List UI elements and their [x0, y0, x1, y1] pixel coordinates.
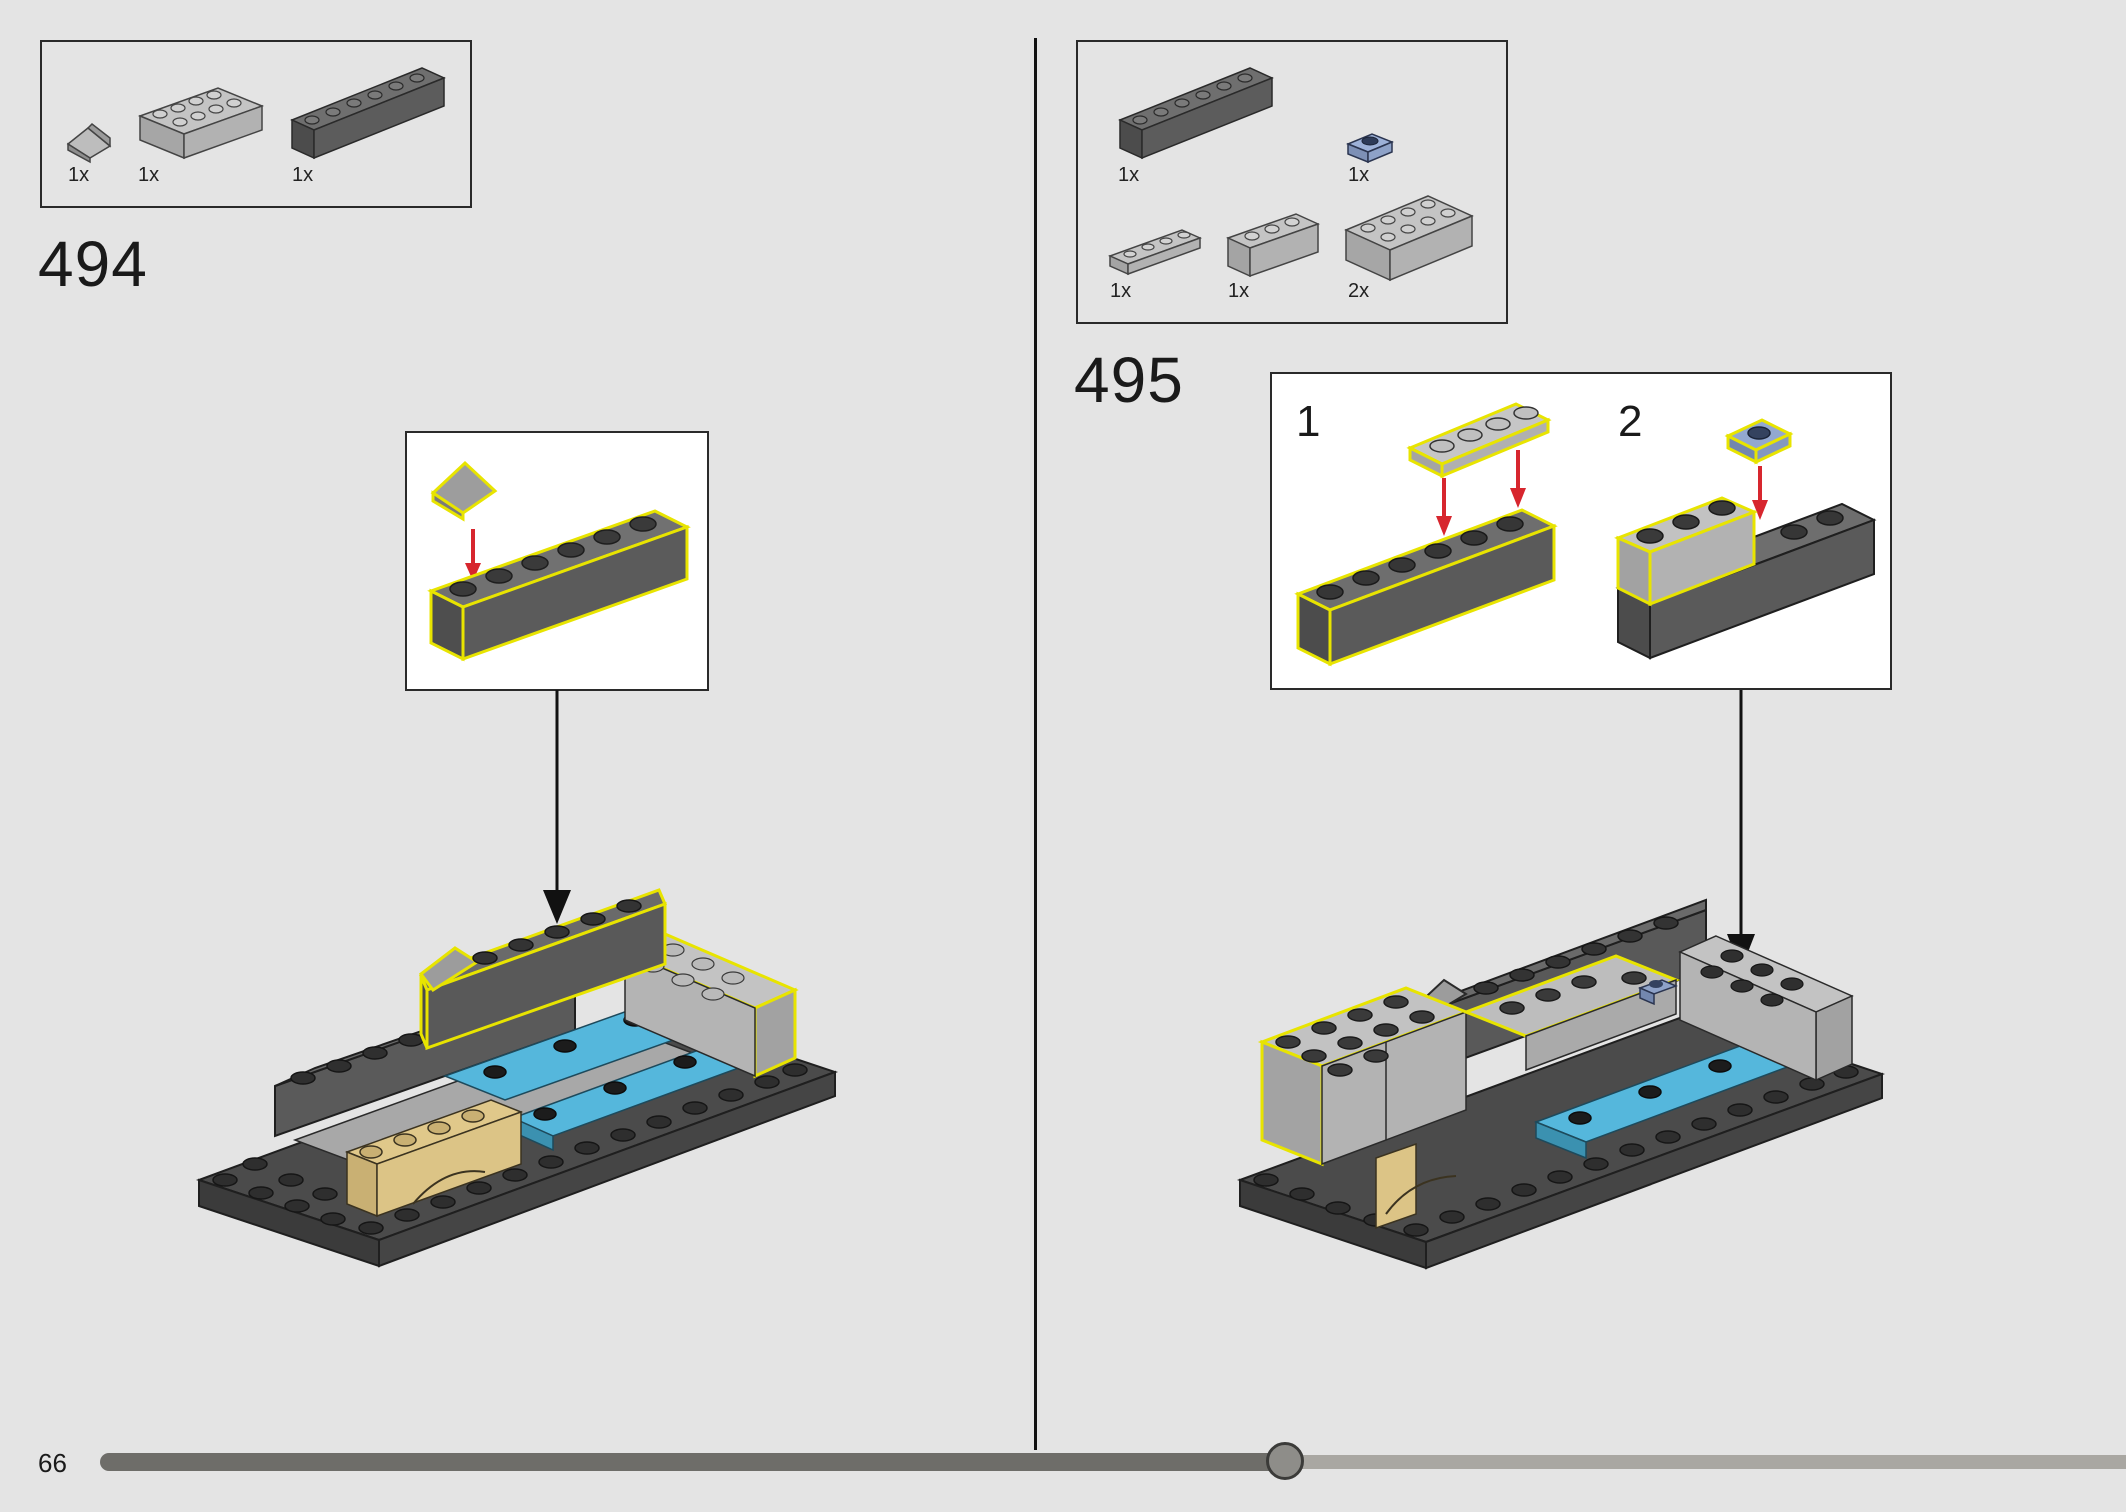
- brick-2x4-light-gray-icon: [1344, 195, 1474, 282]
- red-arrow-icon: [465, 529, 481, 581]
- part-qty: 1x: [138, 164, 160, 186]
- substep-number: 1: [1296, 397, 1321, 446]
- plate-1x1-blue-icon: [1346, 133, 1394, 164]
- plate-1x4-light-gray-icon: [1406, 402, 1552, 479]
- part-qty: 1x: [1110, 280, 1132, 302]
- callout-step-494: [405, 431, 709, 691]
- parts-list-step-494: 1x 1x 1x: [40, 40, 472, 208]
- substep-number: 2: [1618, 397, 1643, 446]
- red-arrow-icon: [1436, 478, 1452, 536]
- slope-brick-icon: [430, 460, 498, 522]
- brick-2x4-light-gray-icon: [137, 87, 265, 160]
- model-assembly-495: [1236, 898, 1886, 1270]
- part-qty: 2x: [1348, 280, 1370, 302]
- part-qty: 1x: [1228, 280, 1250, 302]
- model-assembly-494: [195, 888, 839, 1268]
- step-number: 495: [1074, 344, 1184, 416]
- brick-1x3-light-gray-icon: [1225, 213, 1321, 278]
- part-qty: 1x: [68, 164, 90, 186]
- step-number: 494: [38, 228, 148, 300]
- callout-step-495: 1 2: [1270, 372, 1892, 690]
- plate-1x1-blue-icon: [1724, 418, 1794, 465]
- brick-1x6-dark-gray-icon: [290, 67, 446, 160]
- sub-assembly-icon: [1614, 496, 1877, 660]
- plate-1x4-light-gray-icon: [1107, 229, 1203, 276]
- part-qty: 1x: [1118, 164, 1140, 186]
- progress-bar-track: [1240, 1455, 2126, 1469]
- brick-1x6-dark-gray-icon: [427, 509, 691, 662]
- part-qty: 1x: [1348, 164, 1370, 186]
- progress-bar-knob: [1266, 1442, 1305, 1480]
- callout-arrow: [543, 690, 571, 924]
- red-arrow-icon: [1510, 450, 1526, 508]
- brick-1x6-dark-gray-icon: [1118, 67, 1274, 160]
- brick-1x6-dark-gray-icon: [1294, 508, 1558, 667]
- red-arrow-icon: [1752, 466, 1768, 520]
- progress-bar-fill: [100, 1453, 1286, 1471]
- page-divider: [1034, 38, 1037, 1450]
- slope-brick-icon: [66, 123, 112, 164]
- part-qty: 1x: [292, 164, 314, 186]
- page-number: 66: [38, 1448, 67, 1478]
- parts-list-step-495: 1x 1x 1x 1x 2x: [1076, 40, 1508, 324]
